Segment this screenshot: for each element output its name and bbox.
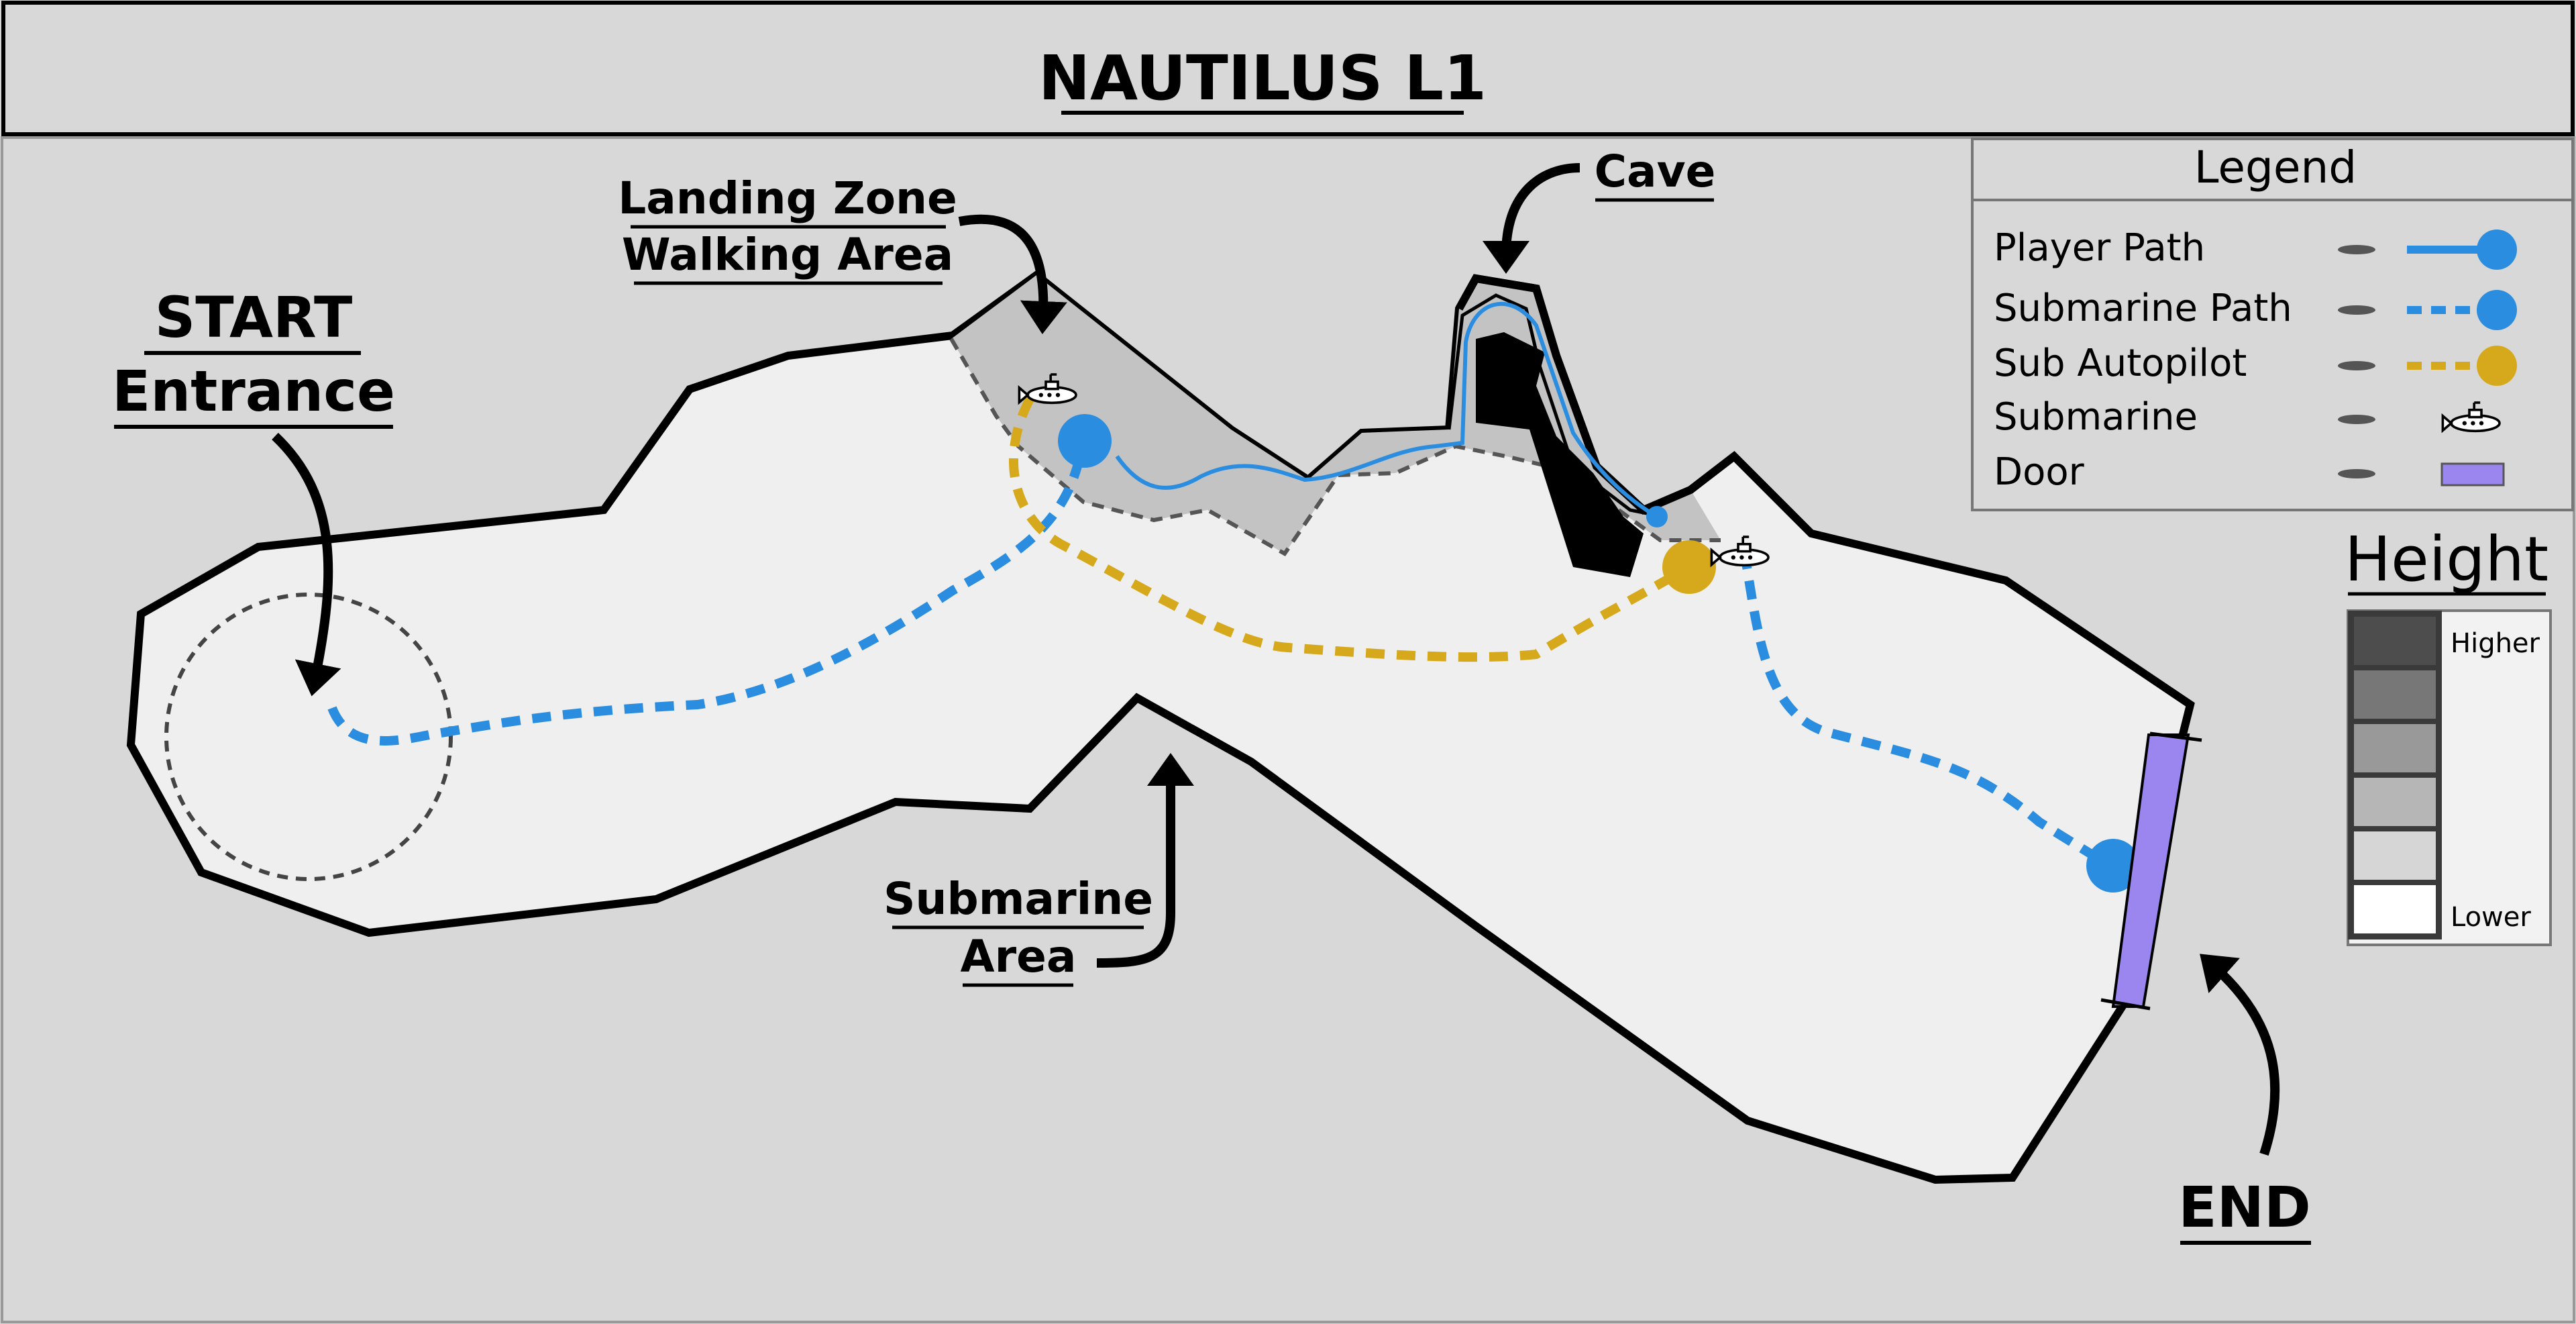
height-lower-label: Lower bbox=[2451, 902, 2531, 933]
walking-area-label: Walking Area bbox=[622, 229, 953, 281]
door-swatch-icon bbox=[2440, 462, 2505, 487]
legend-label-submarine: Submarine bbox=[1994, 395, 2198, 439]
map-frame bbox=[1, 136, 2575, 1323]
entrance-label: Entrance bbox=[112, 358, 395, 424]
area-label: Area bbox=[961, 931, 1077, 982]
player-path-end-marker bbox=[1646, 506, 1668, 527]
height-title: Height bbox=[2345, 523, 2548, 595]
sub-autopilot-marker-icon bbox=[2477, 346, 2517, 386]
legend-label-door: Door bbox=[1994, 450, 2085, 494]
legend-dash-mark bbox=[2338, 245, 2375, 254]
legend-dash-mark bbox=[2338, 415, 2375, 424]
start-zone-circle bbox=[164, 593, 453, 881]
start-arrow bbox=[272, 432, 341, 697]
cave-label: Cave bbox=[1595, 146, 1716, 197]
player-path bbox=[1115, 301, 1658, 519]
map-title: NAUTILUS L1 bbox=[1038, 42, 1487, 114]
legend-dash-mark bbox=[2338, 305, 2375, 315]
height-swatch bbox=[2354, 885, 2436, 933]
submarine-area-label: Submarine bbox=[883, 873, 1153, 925]
submarine-area-arrow bbox=[1096, 753, 1194, 968]
height-scale: Height Higher Lower bbox=[2345, 523, 2552, 946]
end-label: END bbox=[2178, 1174, 2310, 1240]
sub-autopilot-marker bbox=[1662, 540, 1716, 594]
height-swatch bbox=[2354, 831, 2436, 880]
landing-zone-arrow bbox=[958, 214, 1067, 334]
door-cap-top bbox=[2149, 731, 2202, 742]
cave-arrow bbox=[1483, 163, 1580, 274]
legend-label-player-path: Player Path bbox=[1994, 226, 2205, 270]
height-swatch bbox=[2354, 724, 2436, 772]
end-arrow bbox=[2200, 954, 2280, 1156]
submarine-path-marker-icon bbox=[2477, 290, 2517, 330]
submarine-path-east bbox=[1739, 549, 2112, 870]
height-swatch bbox=[2354, 670, 2436, 719]
height-higher-label: Higher bbox=[2451, 628, 2540, 659]
legend-title: Legend bbox=[2194, 142, 2357, 193]
legend: Legend Player Path Submarine Path Sub Au… bbox=[1971, 138, 2574, 511]
sub-autopilot-path bbox=[1008, 397, 1692, 662]
legend-label-submarine-path: Submarine Path bbox=[1994, 287, 2292, 330]
cave-inner-wall bbox=[1447, 293, 1664, 519]
cave-rock-formation bbox=[1476, 332, 1644, 577]
submarine-path-west bbox=[327, 436, 1088, 746]
legend-label-sub-autopilot: Sub Autopilot bbox=[1994, 342, 2247, 385]
door-cap-bottom bbox=[2100, 998, 2151, 1011]
submarine-end-marker bbox=[2086, 839, 2140, 893]
start-label: START bbox=[155, 285, 353, 350]
height-swatch bbox=[2354, 617, 2436, 665]
cave-outer-wall bbox=[1455, 274, 1737, 515]
legend-dash-mark bbox=[2338, 361, 2375, 370]
height-swatch-frame bbox=[2348, 611, 2442, 939]
height-swatches bbox=[2348, 611, 2442, 939]
height-swatch bbox=[2354, 778, 2436, 826]
legend-dash-mark bbox=[2338, 469, 2375, 478]
player-path-marker-icon bbox=[2477, 230, 2517, 270]
landing-zone-label: Landing Zone bbox=[618, 172, 957, 224]
submarine-start-marker bbox=[1058, 414, 1112, 468]
